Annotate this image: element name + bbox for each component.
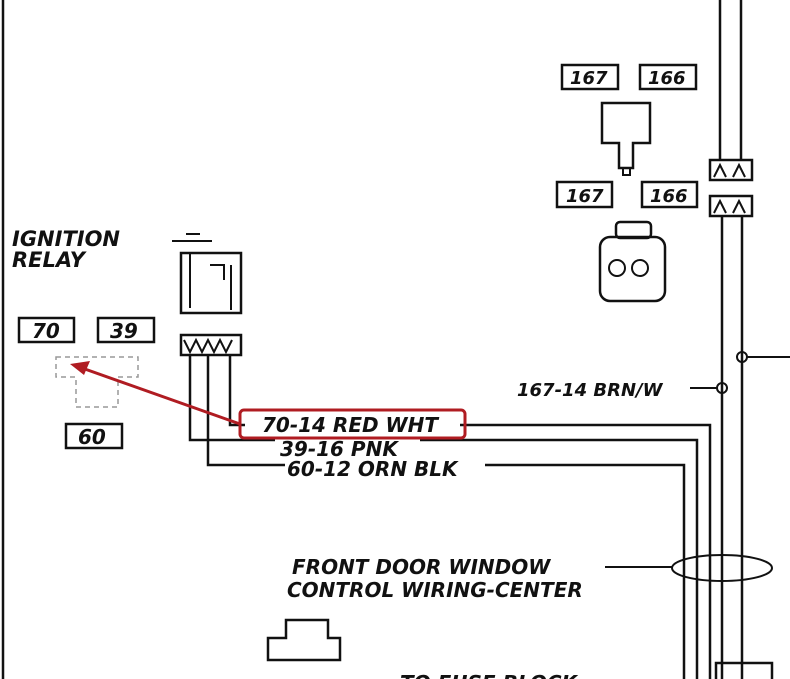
wire-60	[206, 355, 285, 467]
connector-bottom-pin-166: 166	[640, 180, 699, 209]
relay-title-line2: RELAY	[12, 248, 87, 272]
harness-connector-lower	[714, 661, 774, 679]
wire-label-167: 167-14 BRN/W	[517, 380, 664, 401]
svg-text:39: 39	[110, 319, 138, 343]
wire-70	[228, 355, 245, 427]
male-connector-icon	[600, 101, 652, 170]
fuse-block-connector-icon	[266, 618, 342, 662]
svg-text:166: 166	[648, 68, 686, 89]
wire-39-run	[420, 438, 699, 679]
svg-text:167: 167	[570, 68, 608, 89]
harness-connector-upper	[708, 158, 754, 218]
connector-top-pin-166: 166	[638, 63, 698, 91]
highlight-arrow	[81, 366, 241, 426]
wire-60-run	[485, 463, 686, 679]
wiring-center-bundle	[671, 554, 773, 582]
wire-label-70: 70-14 RED WHT	[262, 413, 439, 437]
wiring-center-line1: FRONT DOOR WINDOW	[292, 555, 551, 579]
svg-text:167: 167	[566, 186, 604, 207]
relay-pin-39: 39	[96, 316, 156, 344]
svg-text:70: 70	[32, 319, 60, 343]
relay-pin-60: 60	[64, 422, 124, 450]
female-connector-icon	[598, 220, 667, 303]
relay-title-line1: IGNITION	[12, 227, 120, 251]
connector-bottom-pin-167: 167	[555, 180, 614, 209]
bottom-label: TO FUSE BLOCK	[400, 671, 578, 679]
wire-label-60: 60-12 ORN BLK	[287, 457, 459, 481]
relay-outline-faded	[55, 356, 139, 408]
relay-pin-70: 70	[17, 316, 76, 344]
connector-top-pin-167: 167	[560, 63, 620, 91]
wire-label-39: 39-16 PNK	[280, 437, 399, 461]
svg-text:166: 166	[650, 186, 688, 207]
wiring-center-line2: CONTROL WIRING-CENTER	[287, 578, 583, 602]
arrowhead-icon	[70, 361, 90, 375]
wire-39	[188, 355, 275, 442]
wire-70-run	[460, 423, 712, 679]
relay-connector-symbol	[172, 233, 243, 357]
svg-text:60: 60	[78, 425, 106, 449]
